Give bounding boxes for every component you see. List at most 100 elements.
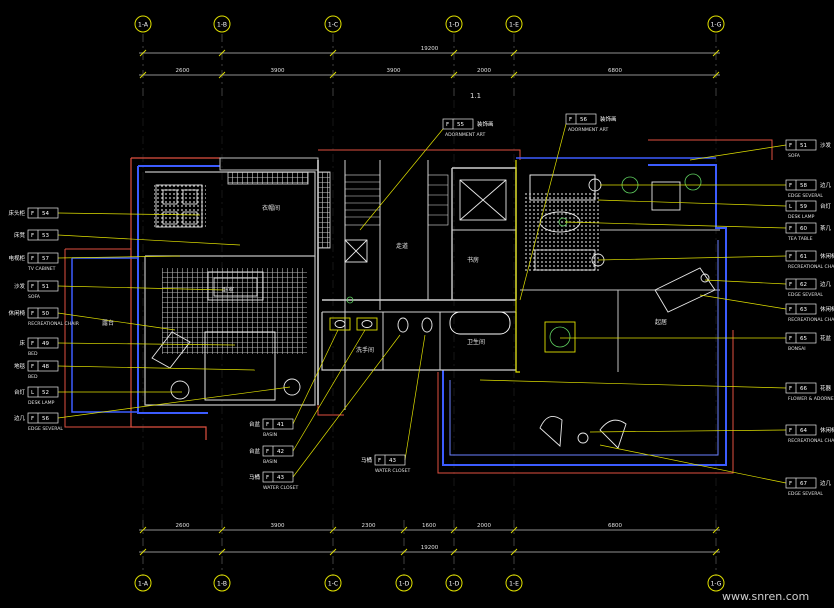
tag-category: F — [789, 143, 792, 149]
tag-category: F — [378, 458, 381, 464]
tag-number: 41 — [277, 422, 284, 428]
tag-label-zh: 休闲椅 — [820, 252, 834, 260]
tag-number: 63 — [800, 307, 807, 313]
grid-bubble — [324, 15, 342, 33]
tag-label-zh: 电视柜 — [8, 254, 25, 262]
tag-label-zh: 花器 — [820, 384, 832, 392]
furniture — [151, 171, 716, 449]
tag-label-zh: 台盆 — [249, 420, 261, 428]
tag-category: F — [446, 122, 449, 128]
grid-bubble-label: 1-D — [449, 22, 460, 29]
leader-line — [292, 334, 401, 478]
watermark: www.snren.com — [722, 590, 809, 603]
grid-bubble-label: 1-G — [711, 22, 722, 29]
tag-label-en: DESK LAMP — [788, 214, 815, 220]
dimension-tick — [450, 71, 458, 79]
dimension-tick — [139, 526, 147, 534]
tag-box — [27, 412, 59, 424]
tag-label-en: BASIN — [263, 432, 277, 438]
tag-category: F — [789, 282, 792, 288]
grid-bubble — [213, 15, 231, 33]
room-corridor: 走道 — [396, 242, 408, 250]
tag-box — [785, 332, 817, 344]
grid-bubble-label: 1-C — [328, 581, 338, 588]
leader-line — [564, 221, 787, 229]
leader-line — [57, 386, 291, 419]
tag-number: 62 — [800, 282, 807, 288]
tag-category: F — [789, 386, 792, 392]
tag-category: F — [31, 364, 34, 370]
tag-number: 61 — [800, 254, 807, 260]
tag-category: F — [789, 183, 792, 189]
tag-label-zh: 沙发 — [820, 141, 832, 149]
dimension-tick — [510, 71, 518, 79]
grid-bubble-label: 1-D — [449, 581, 460, 588]
tag-box — [442, 118, 474, 130]
leader-line — [359, 128, 444, 231]
tag-label-zh: 沙发 — [14, 282, 26, 290]
dimension-segment-label: 3900 — [271, 523, 285, 529]
tag-box — [785, 303, 817, 315]
leader-line — [404, 334, 426, 461]
leader-line — [519, 123, 567, 301]
dimension-tick — [400, 548, 408, 556]
tag-label-zh: 休闲椅 — [820, 426, 834, 434]
tag-label-en: EDGE SEVERAL — [788, 491, 823, 497]
grid-bubble — [324, 574, 342, 592]
tag-label-zh: 地毯 — [14, 362, 26, 370]
tag-label-en: ADORNMENT ART — [568, 127, 608, 133]
tag-box — [27, 307, 59, 319]
tag-label-en: WATER CLOSET — [375, 468, 410, 474]
tag-category: F — [31, 211, 34, 217]
tag-label-zh: 床凳 — [14, 231, 26, 239]
tag-number: 60 — [800, 226, 807, 232]
dimension-tick — [329, 548, 337, 556]
dimension-segment-label: 2600 — [176, 68, 190, 74]
tag-label-en: EDGE SEVERAL — [788, 193, 823, 199]
tag-box — [27, 207, 59, 219]
tag-label-zh: 台盆 — [249, 447, 261, 455]
tag-label-zh: 装饰画 — [477, 120, 494, 128]
tag-box — [262, 418, 294, 430]
grid-bubble-label: 1-B — [217, 581, 227, 588]
center-mark: 1.1 — [470, 92, 481, 100]
tag-label-en: DESK LAMP — [28, 400, 55, 406]
tag-label-en: EDGE SEVERAL — [28, 426, 63, 432]
leader-line — [57, 312, 176, 331]
tag-label-zh: 边几 — [820, 181, 832, 189]
tag-number: 56 — [580, 117, 587, 123]
dimension-tick — [712, 71, 720, 79]
tag-label-zh: 台灯 — [14, 388, 26, 396]
tag-label-zh: 台灯 — [820, 202, 832, 210]
dimension-tick — [510, 548, 518, 556]
tag-category: F — [789, 307, 792, 313]
dimension-tick — [329, 71, 337, 79]
tag-box — [785, 179, 817, 191]
grid-bubble-label: 1-D — [399, 581, 410, 588]
tag-label-en: EDGE SEVERAL — [788, 292, 823, 298]
tag-box — [785, 382, 817, 394]
grid-bubble — [134, 574, 152, 592]
dimension-tick — [218, 49, 226, 57]
leader-line — [599, 444, 787, 484]
grid-bubble — [707, 574, 725, 592]
room-wash: 洗手间 — [356, 346, 374, 354]
tag-label-en: BED — [28, 374, 38, 380]
tag-number: 66 — [800, 386, 807, 392]
